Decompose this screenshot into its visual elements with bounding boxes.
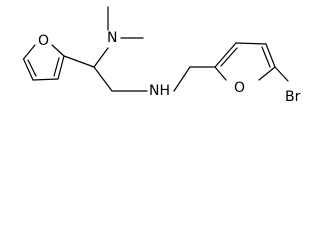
bond bbox=[51, 44, 65, 57]
double-bond-line bbox=[27, 59, 37, 77]
bond bbox=[214, 66, 227, 81]
double-bond-line bbox=[53, 57, 60, 77]
bond bbox=[32, 78, 59, 81]
bond bbox=[22, 58, 34, 81]
furan-oxygen-left-label: O bbox=[38, 33, 49, 49]
bond bbox=[258, 66, 276, 81]
bond bbox=[265, 43, 276, 68]
chemical-structure: O N NH O Br bbox=[22, 6, 301, 105]
bond bbox=[214, 42, 237, 68]
double-bond-line bbox=[220, 47, 238, 67]
bond bbox=[63, 55, 95, 68]
dimethylamine-nitrogen-label: N bbox=[107, 30, 117, 46]
bond bbox=[93, 47, 109, 68]
bond bbox=[274, 66, 289, 82]
left-furan-ring bbox=[22, 44, 65, 81]
double-bond-line bbox=[261, 46, 271, 68]
furan-oxygen-right-label: O bbox=[234, 80, 245, 96]
bond bbox=[93, 66, 113, 92]
bond bbox=[173, 66, 191, 92]
bond bbox=[22, 44, 36, 60]
secondary-amine-label: NH bbox=[149, 83, 170, 99]
bromine-label: Br bbox=[285, 89, 301, 105]
bond bbox=[57, 55, 65, 80]
right-furan-ring bbox=[214, 42, 276, 81]
bond bbox=[235, 42, 267, 45]
